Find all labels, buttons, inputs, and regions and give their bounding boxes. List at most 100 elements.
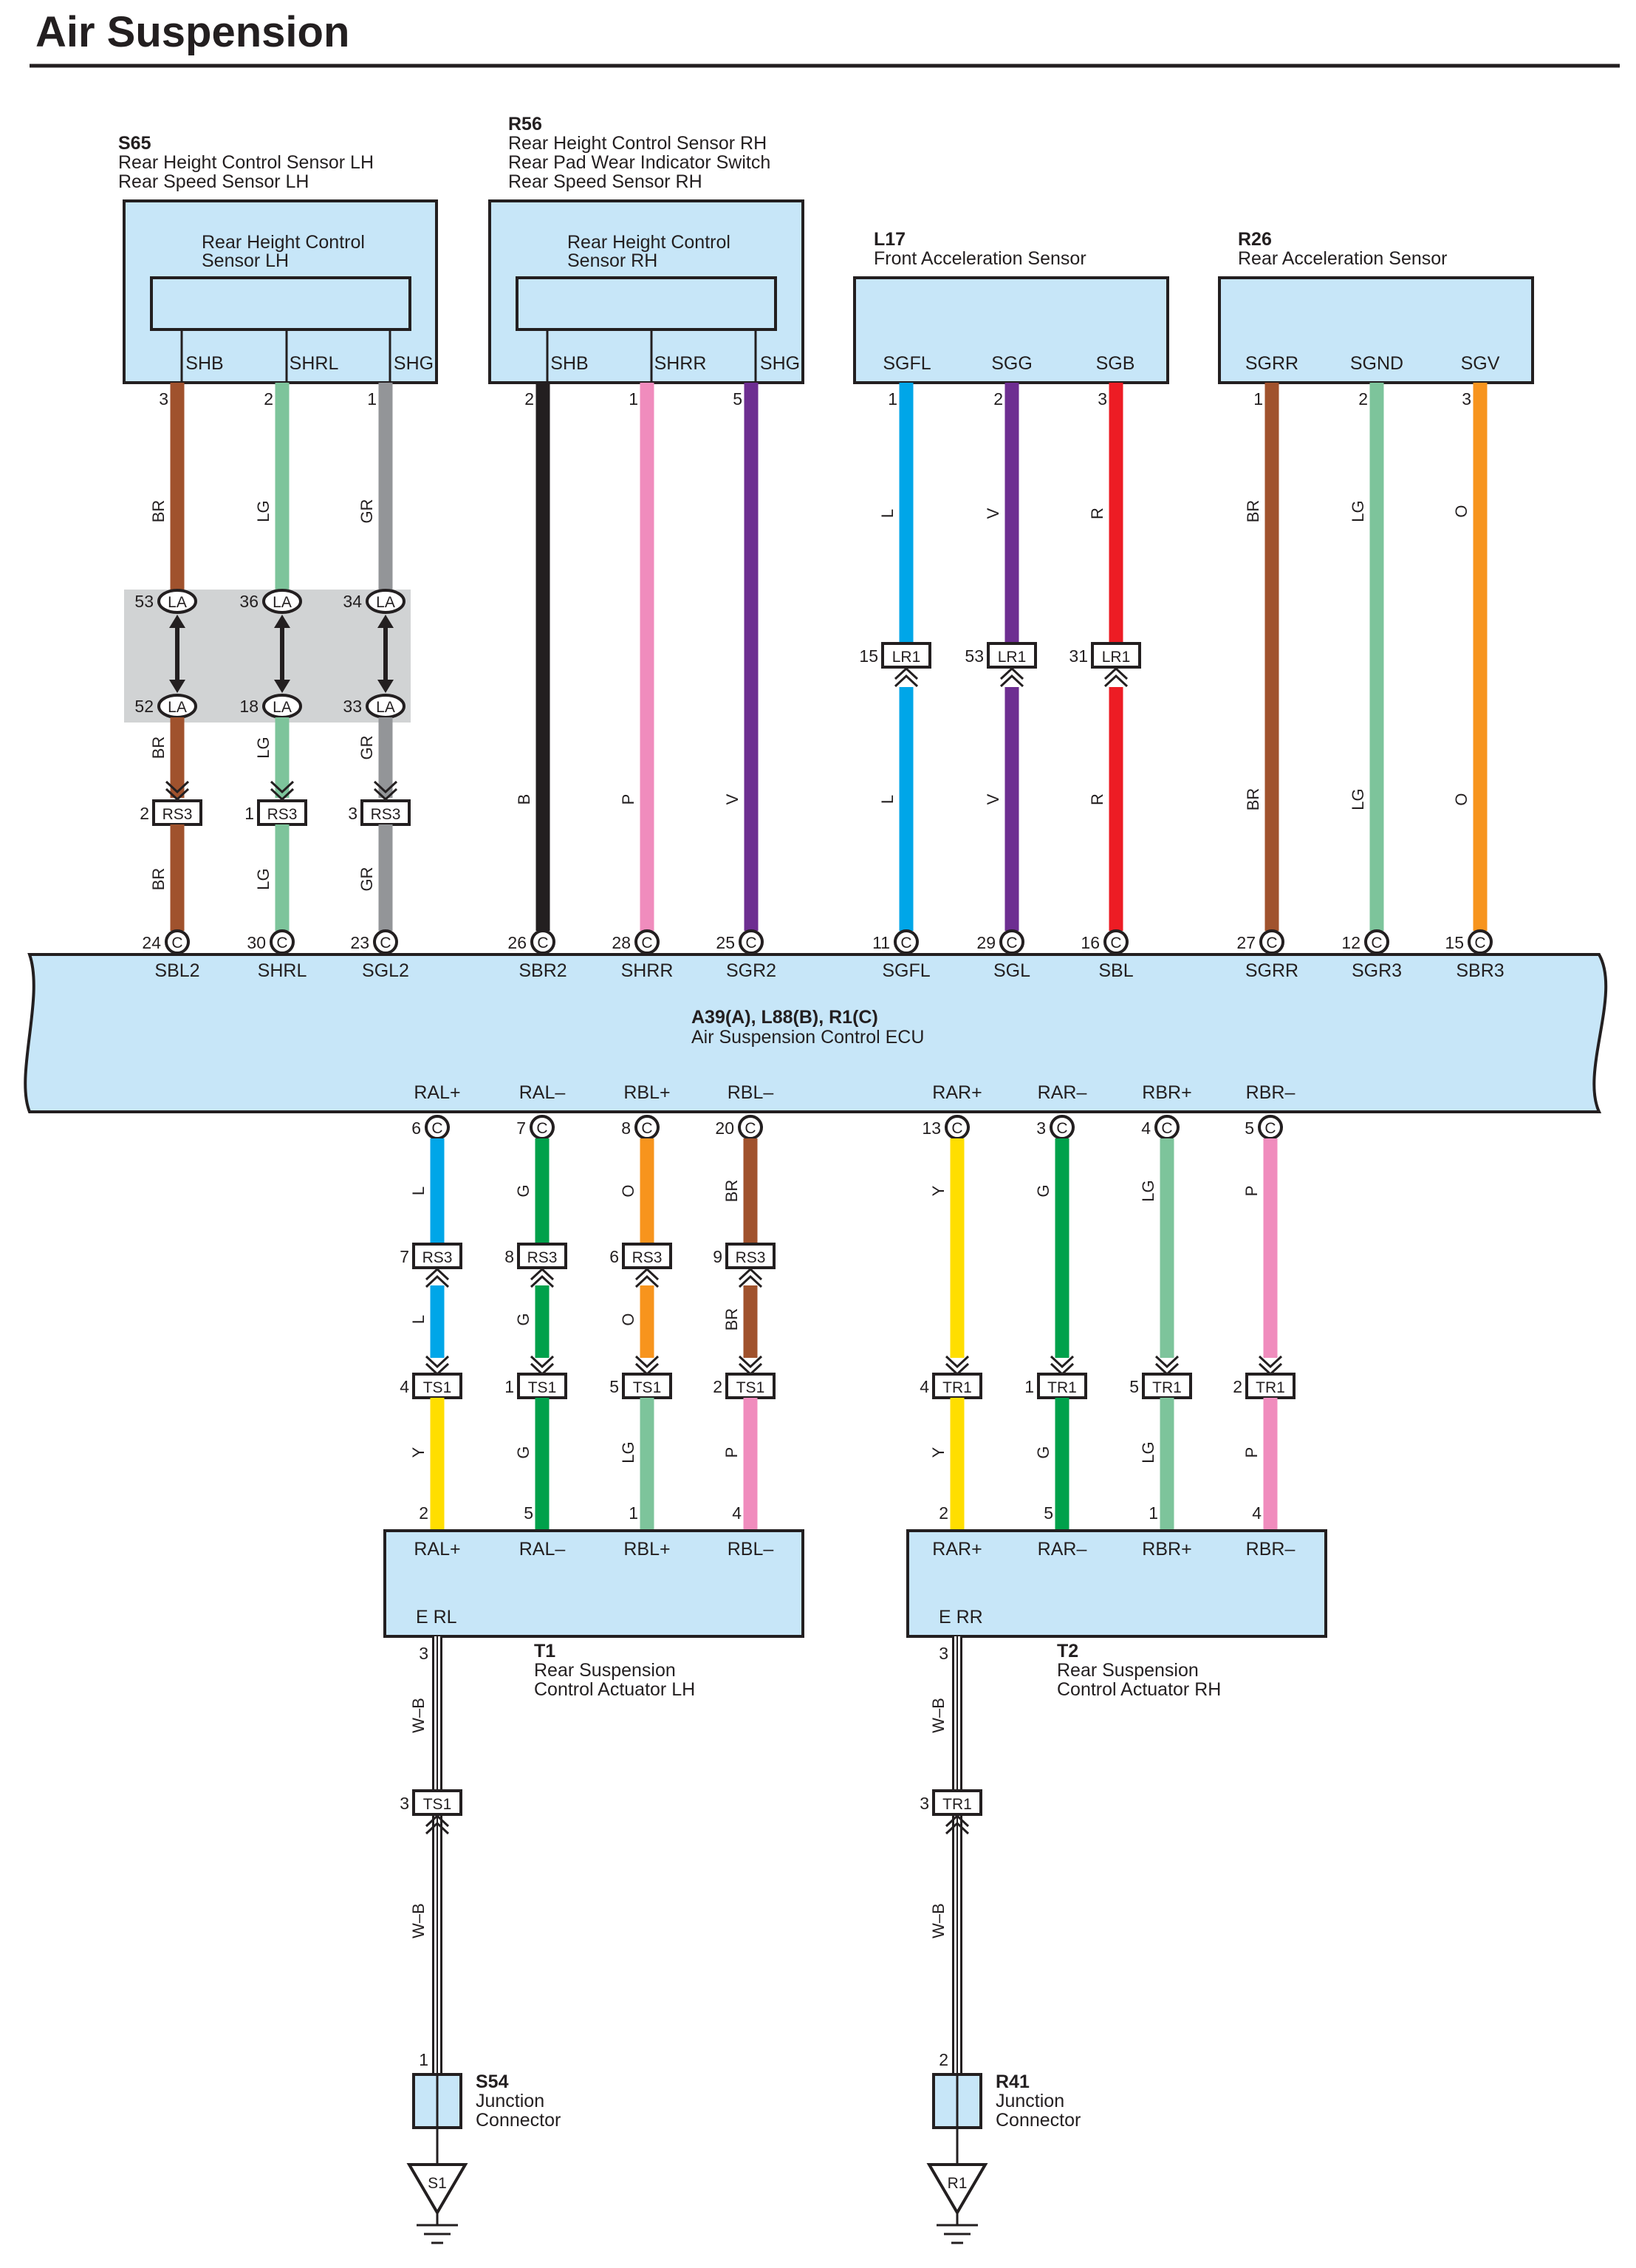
wire-color-actuator-2-bg [617,1435,639,1470]
wire-color-upper-6: L [878,509,897,518]
wire-color-actuator-4-bg [927,1435,949,1470]
la-connector-top-0 [157,589,197,614]
ts1-arrow-2-a [634,1355,660,1369]
inner-element-S65 [150,276,411,331]
ecu-top-pin-5: SGR2 [726,960,776,981]
junction-code-R41: R41 [996,2071,1030,2092]
wire-color-lower-mid-2: O [619,1313,637,1325]
ground-inline-arrow-T1-b [425,1814,450,1828]
la-connector-top-1-number: 36 [239,592,259,611]
ecu-top-connector-6-letter: C [900,935,911,952]
ts1-connector-0 [412,1373,462,1399]
sensor-pin-number-4: 1 [629,389,638,409]
sensor-pin-number-0: 3 [159,389,168,409]
ecu-bottom-connector-4-number: 13 [922,1118,941,1138]
ecu-box [24,953,1608,1113]
actuator-box-T1 [383,1529,804,1638]
tr1-connector-6-name: TR1 [1152,1379,1182,1396]
tr1-connector-4-name: TR1 [942,1379,972,1396]
ecu-top-pin-4: SHRR [621,960,674,981]
wire-color-mid-0: BR [149,737,168,759]
component-box-R26 [1218,276,1534,384]
wire-color-actuator-7: P [1242,1447,1261,1458]
tr1-arrow-7-a [1258,1355,1283,1369]
ground-inline-connector-T1-number: 3 [400,1794,409,1813]
wire-color-actuator-6-bg [1137,1435,1159,1470]
pin-label-R56-1: SHRR [654,353,707,374]
wire-color-direct-5-bg [721,782,743,817]
lr1-connector-6-name: LR1 [892,649,921,666]
ecu-bottom-connector-0-letter: C [431,1120,442,1137]
wire-color-lower-upper-3-bg [720,1173,742,1209]
ecu-top-connector-4-number: 28 [612,933,631,952]
pin-label-S65-2: SHG [394,353,434,374]
ecu-top-connector-1-number: 30 [247,933,266,952]
wire-color-upper-11-bg [1450,493,1472,529]
ecu-top-connector-0-number: 24 [142,933,161,952]
ecu-bottom-pin-0: RAL+ [414,1082,460,1103]
wire-color-lower-mid-0: L [409,1315,428,1324]
rs3-connector-bottom-2 [622,1243,672,1269]
ecu-bottom-connector-5-number: 3 [1036,1118,1046,1138]
la-connector-bottom-1-number: 18 [239,697,259,716]
wire-color-actuator-5: G [1034,1446,1053,1458]
ground-label-R41: R1 [948,2175,968,2192]
tr1-connector-5 [1037,1373,1087,1399]
wire-color-actuator-2: LG [619,1441,637,1463]
actuator-pin-T1-3: RBL– [728,1539,774,1560]
ecu-top-connector-6-number: 11 [872,933,890,952]
wire-color-actuator-0: Y [409,1446,428,1458]
pin-label-S65-1: SHRL [290,353,339,374]
component-desc-S65-0: Rear Height Control Sensor LH [118,152,374,173]
sensor-pin-number-7: 2 [993,389,1003,409]
sensor-pin-number-8: 3 [1098,389,1107,409]
actuator-pin-number-3: 4 [732,1503,742,1523]
wire-color-lower-upper-7: P [1242,1186,1261,1197]
actuator-ground-pin-number-T1: 3 [419,1644,428,1663]
la-connector-bottom-1-name: LA [273,699,292,716]
wire-color-lower-upper-1: G [514,1184,533,1197]
tr1-arrow-4-a [945,1355,970,1369]
lr1-connector-6 [881,642,931,669]
junction-desc-S54-1: Connector [476,2110,561,2131]
junction-pin-number-R41: 2 [939,2050,948,2069]
wire-color-upper-7: V [984,508,1002,519]
wire-color-mid-0-bg [147,730,169,765]
pin-label-R26-0: SGRR [1245,353,1298,374]
wire-color-upper-1-bg [252,493,274,529]
actuator-pin-number-1: 5 [524,1503,533,1523]
ecu-top-connector-2-letter: C [380,935,391,952]
la-connector-top-2-number: 34 [343,592,362,611]
component-desc-R26-0: Rear Acceleration Sensor [1238,248,1447,269]
lr1-connector-8-name: LR1 [1102,649,1131,666]
wire-color-upper-8-bg [1086,496,1108,531]
wire-color-direct-3-bg [513,782,535,817]
ground-inline-arrow-T1-a [425,1821,450,1835]
tr1-connector-7-number: 2 [1233,1377,1242,1396]
ground-inline-arrow-T2-b [945,1814,970,1828]
wire-color-lower-8: R [1088,793,1106,805]
wire-color-lower-2: GR [357,867,376,892]
rs3-arrow-1-a [270,780,295,794]
pin-label-R56-2: SHG [760,353,800,374]
rs3-connector-top-0-number: 2 [140,804,149,823]
actuator-desc-T1-0: Rear Suspension [534,1660,676,1681]
la-connector-bottom-2-name: LA [376,699,395,716]
lr1-connector-7-number: 53 [965,646,984,666]
la-connector-top-1 [262,589,302,614]
wire-color-lower-6-bg [876,782,898,817]
sensor-pin-number-3: 2 [524,389,534,409]
ecu-bottom-connector-7-letter: C [1264,1120,1276,1137]
rs3-connector-bottom-3-number: 9 [713,1247,722,1266]
ecu-bottom-connector-3-letter: C [745,1120,756,1137]
actuator-code-T1: T1 [534,1641,555,1661]
rs3-bottom-arrow-0-a [425,1274,450,1288]
junction-desc-S54-0: Junction [476,2091,544,2111]
sensor-pin-number-2: 1 [367,389,377,409]
wire-color-actuator-0-bg [407,1435,429,1470]
sensor-pin-number-11: 3 [1462,389,1471,409]
ecu-bottom-pin-5: RAR– [1038,1082,1087,1103]
wire-color-actuator-5-bg [1032,1435,1054,1470]
la-connector-top-0-number: 53 [134,592,154,611]
wire-color-upper-6-bg [876,496,898,531]
